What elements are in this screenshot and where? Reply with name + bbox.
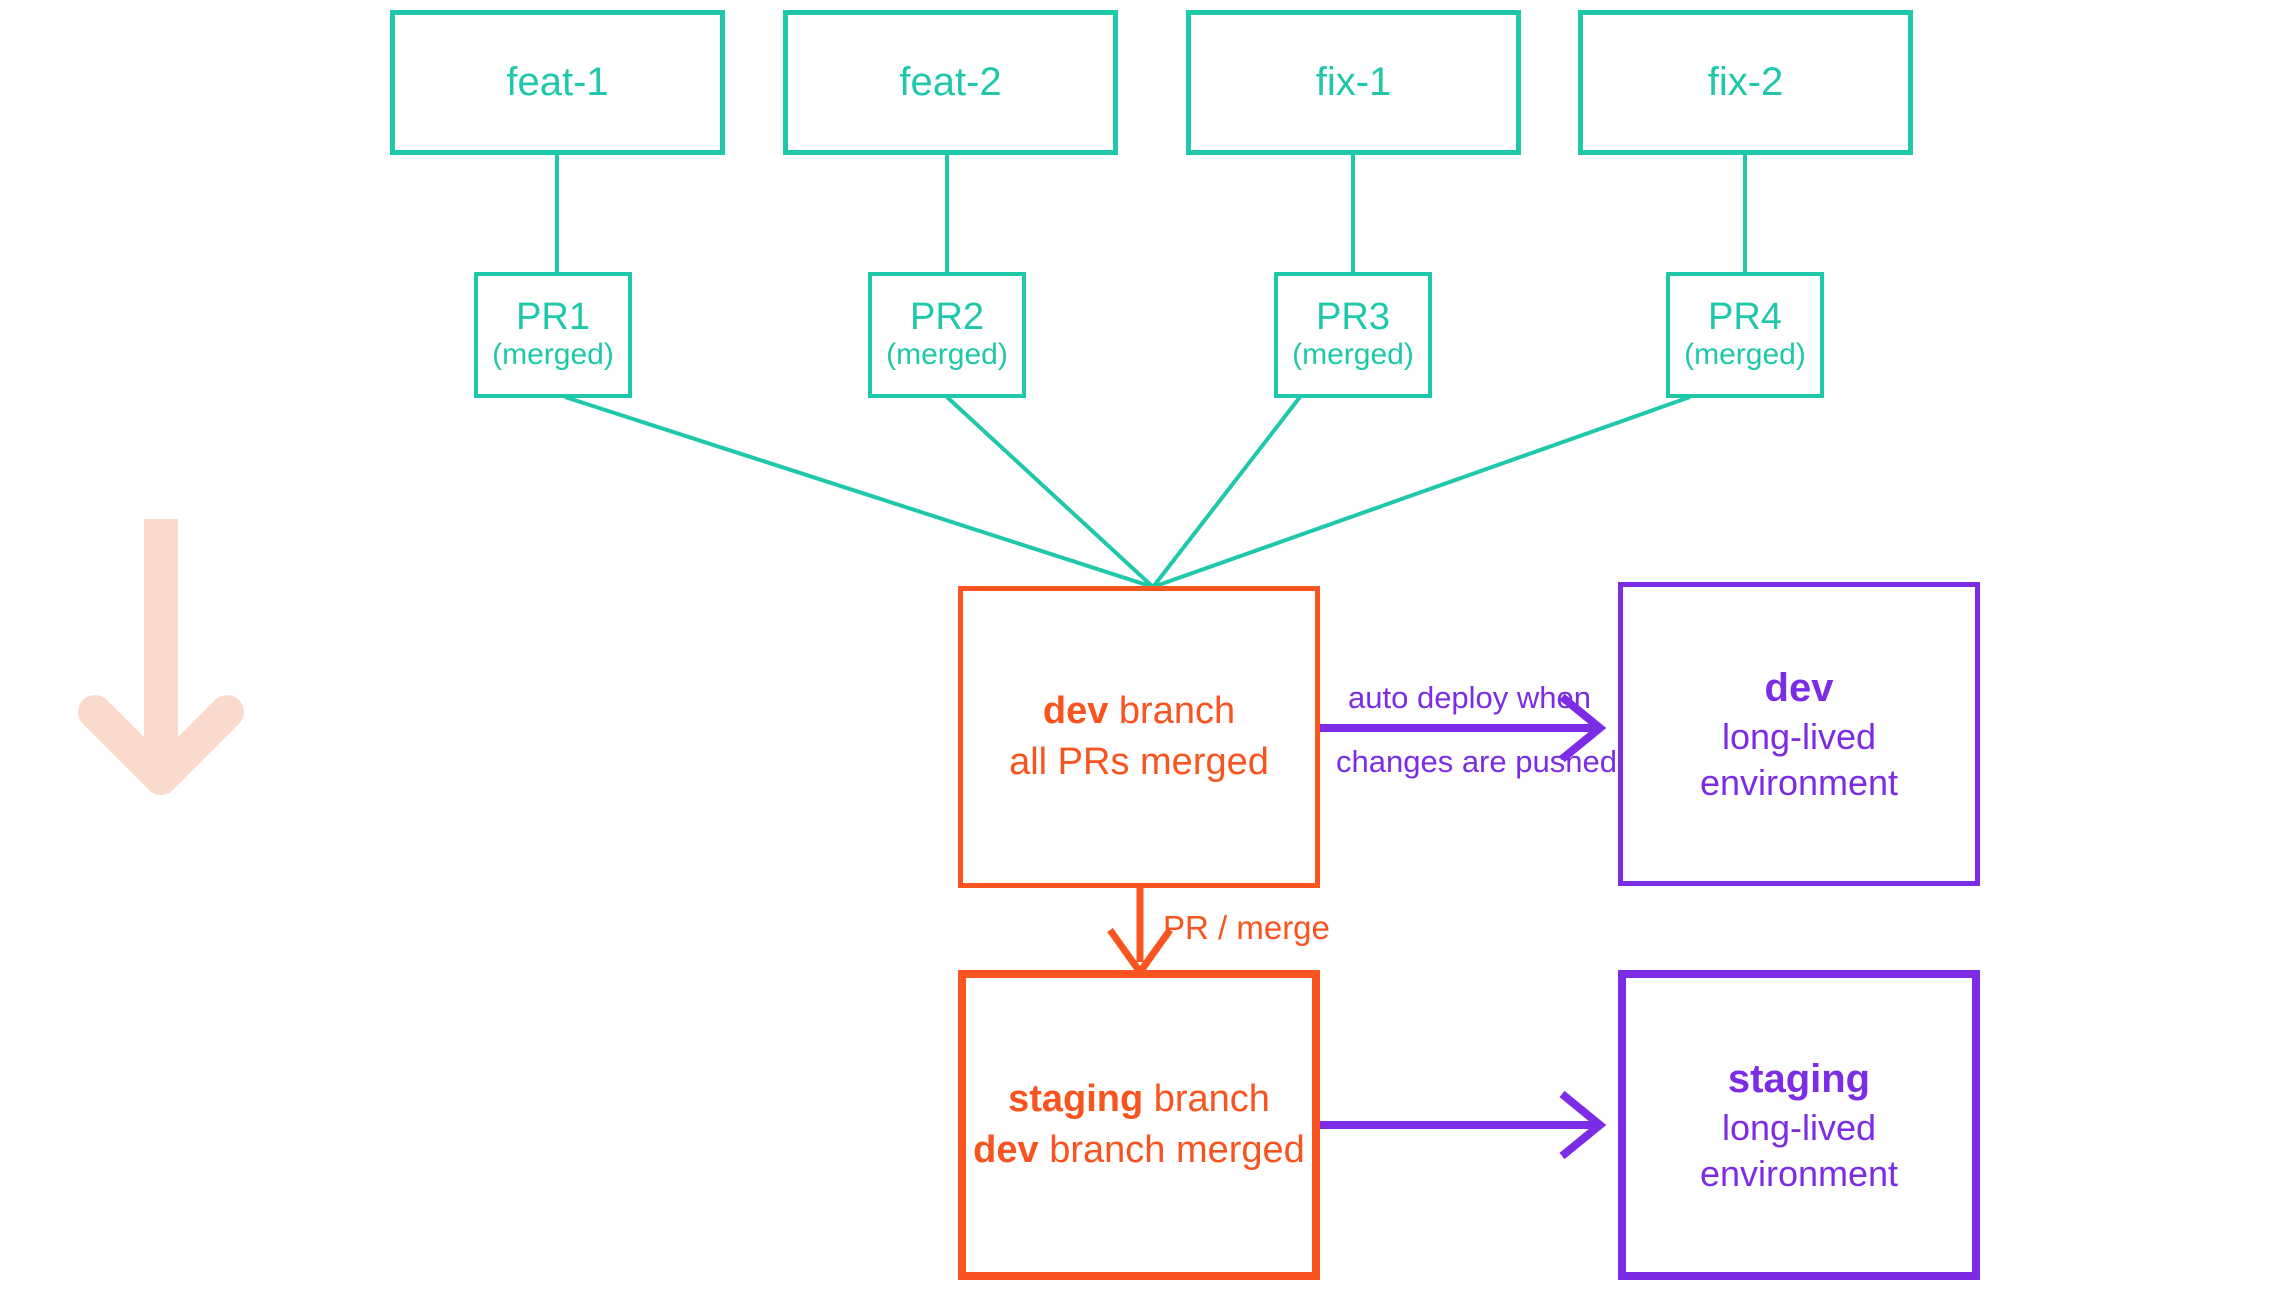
edge-pr2-dev: [945, 395, 1155, 589]
node-label: fix-1: [1315, 59, 1392, 104]
git-branch-detail: all PRs merged: [1009, 737, 1269, 788]
node-git-branch-staging[interactable]: staging branch dev branch merged: [958, 970, 1320, 1280]
node-pull-request-pr4[interactable]: PR4 (merged): [1666, 272, 1824, 398]
pr-title: PR4: [1708, 295, 1782, 338]
edge-pr4-dev: [1152, 395, 1691, 589]
flow-down-arrow-icon: [78, 519, 244, 795]
pr-status: (merged): [492, 337, 614, 371]
node-environment-staging[interactable]: staging long-lived environment: [1618, 970, 1980, 1280]
node-feature-branch-feat-2[interactable]: feat-2: [783, 10, 1118, 155]
environment-line-1: long-lived: [1721, 715, 1877, 757]
edge-feature-to-pr-group: [555, 153, 1747, 274]
environment-name: staging: [1727, 1056, 1871, 1101]
git-branch-name-rest: branch: [1143, 1077, 1270, 1120]
node-environment-dev[interactable]: dev long-lived environment: [1618, 582, 1980, 886]
pr-status: (merged): [1292, 337, 1414, 371]
node-feature-branch-feat-1[interactable]: feat-1: [390, 10, 725, 155]
git-branch-name-bold: dev: [1042, 689, 1109, 732]
node-feature-branch-fix-2[interactable]: fix-2: [1578, 10, 1913, 155]
edge-label-auto-deploy-bottom: changes are pushed: [1336, 744, 1617, 779]
git-branch-detail-rest: all PRs merged: [1009, 741, 1269, 783]
edge-pr3-dev: [1151, 395, 1302, 589]
environment-line-2: environment: [1699, 762, 1899, 803]
edge-dev-to-staging: [1107, 888, 1173, 979]
environment-name: dev: [1764, 665, 1834, 710]
environment-line-1: long-lived: [1721, 1106, 1877, 1148]
git-branch-name-bold: staging: [1008, 1077, 1144, 1120]
node-feature-branch-fix-1[interactable]: fix-1: [1186, 10, 1521, 155]
edge-pr1-dev: [564, 395, 1154, 589]
environment-line-2: environment: [1699, 1153, 1899, 1194]
edge-label-auto-deploy-top: auto deploy when: [1348, 680, 1592, 715]
git-branch-detail-rest: branch merged: [1038, 1129, 1305, 1171]
git-branch-name-rest: branch: [1108, 689, 1236, 732]
pr-title: PR2: [910, 295, 984, 338]
git-branch-name: dev branch: [1043, 686, 1235, 737]
git-branch-detail: dev branch merged: [973, 1125, 1305, 1176]
pr-title: PR3: [1316, 295, 1390, 338]
node-label: feat-1: [506, 59, 609, 104]
pr-status: (merged): [1684, 337, 1806, 371]
node-label: fix-2: [1707, 59, 1784, 104]
node-pull-request-pr1[interactable]: PR1 (merged): [474, 272, 632, 398]
node-pull-request-pr3[interactable]: PR3 (merged): [1274, 272, 1432, 398]
git-branch-detail-bold: dev: [973, 1129, 1039, 1171]
pr-status: (merged): [886, 337, 1008, 371]
node-git-branch-dev[interactable]: dev branch all PRs merged: [958, 586, 1320, 888]
node-pull-request-pr2[interactable]: PR2 (merged): [868, 272, 1026, 398]
node-label: feat-2: [899, 59, 1002, 104]
edge-pr-to-dev-group: [564, 395, 1691, 589]
git-branch-name: staging branch: [1008, 1074, 1270, 1125]
pr-title: PR1: [516, 295, 590, 338]
edge-staging-to-staging-env: [1320, 1090, 1607, 1160]
edge-label-pr-merge: PR / merge: [1163, 909, 1330, 946]
